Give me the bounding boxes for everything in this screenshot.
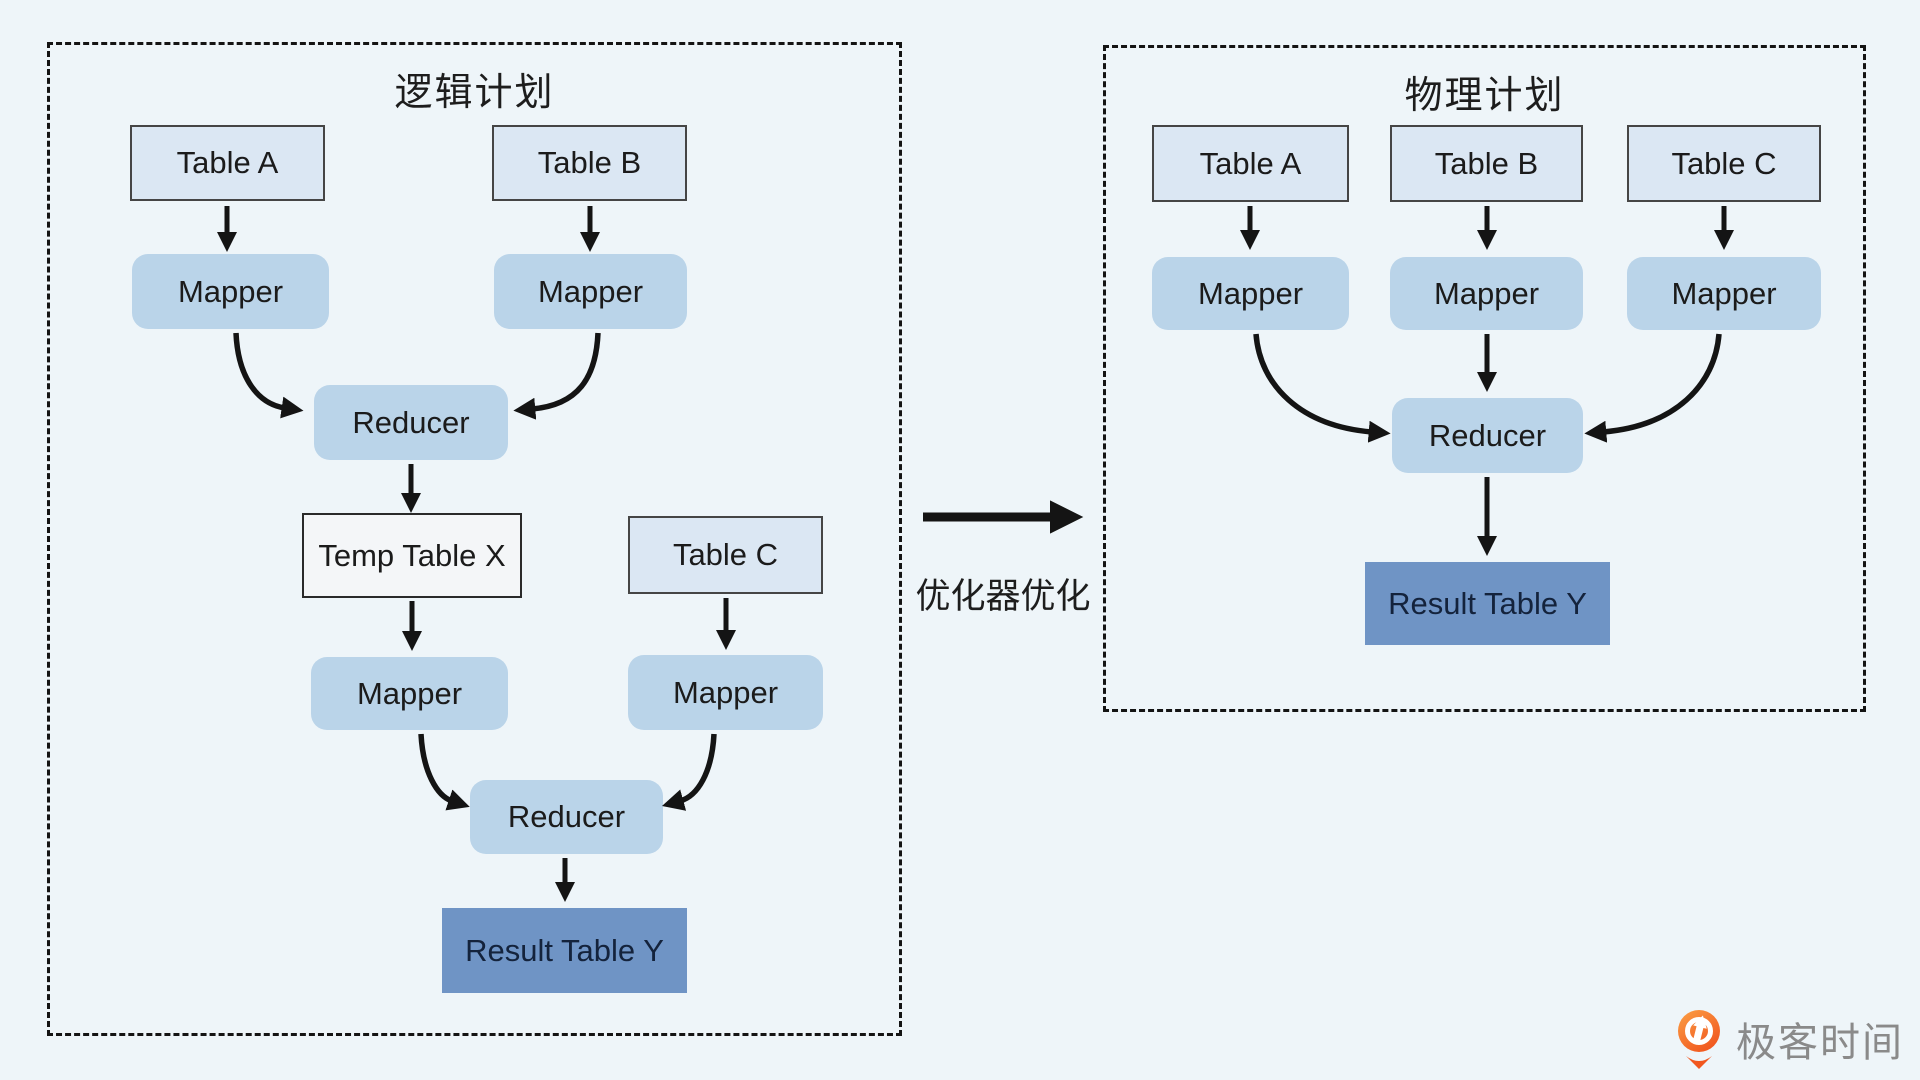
node-left-mapper-b: Mapper: [494, 254, 687, 329]
node-right-mapper-b: Mapper: [1390, 257, 1583, 330]
node-left-mapper-c: Mapper: [628, 655, 823, 730]
geektime-pin-icon: [1678, 1010, 1720, 1069]
node-right-table-a: Table A: [1152, 125, 1349, 202]
physical-plan-panel: 物理计划: [1103, 45, 1866, 712]
node-left-table-a: Table A: [130, 125, 325, 201]
node-left-mapper-a: Mapper: [132, 254, 329, 329]
brand-name: 极客时间: [1736, 1021, 1904, 1065]
optimizer-label: 优化器优化: [915, 577, 1091, 616]
node-right-mapper-a: Mapper: [1152, 257, 1349, 330]
node-right-table-c: Table C: [1627, 125, 1821, 202]
node-left-reducer-bottom: Reducer: [470, 780, 663, 854]
logical-plan-panel: 逻辑计划: [47, 42, 902, 1036]
node-left-temp-table-x: Temp Table X: [302, 513, 522, 598]
node-left-table-c: Table C: [628, 516, 823, 594]
physical-plan-title: 物理计划: [1404, 75, 1565, 117]
node-right-mapper-c: Mapper: [1627, 257, 1821, 330]
node-right-result-table-y: Result Table Y: [1365, 562, 1610, 645]
node-left-mapper-temp: Mapper: [311, 657, 508, 730]
node-left-result-table-y: Result Table Y: [442, 908, 687, 993]
node-right-table-b: Table B: [1390, 125, 1583, 202]
logical-plan-title: 逻辑计划: [394, 72, 555, 114]
node-left-reducer-top: Reducer: [314, 385, 508, 460]
node-right-reducer: Reducer: [1392, 398, 1583, 473]
brand-logo: 极客时间: [1676, 1008, 1904, 1070]
node-left-table-b: Table B: [492, 125, 687, 201]
